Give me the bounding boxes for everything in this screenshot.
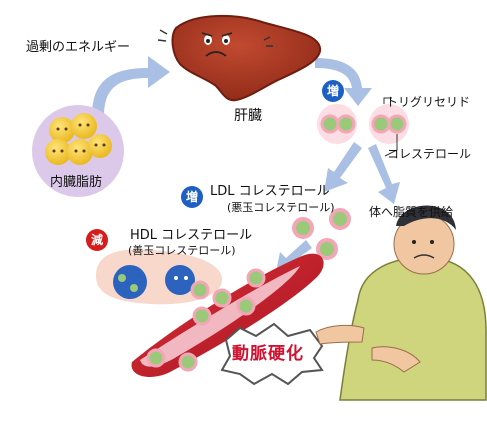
supply-label: 体へ脂質を供給 — [369, 205, 454, 219]
cholesterol-label: コレステロール — [387, 147, 472, 161]
increase-badge-ldl: 増 — [181, 186, 203, 208]
artery — [131, 253, 324, 377]
atherosclerosis-burst — [220, 322, 324, 386]
visceral-fat — [32, 105, 124, 197]
triglyceride-label: トリグリセリド — [386, 95, 471, 109]
lipoprotein-pair — [317, 97, 409, 157]
arrow-fat-to-liver — [92, 56, 170, 116]
arrow-to-ldl — [324, 142, 362, 192]
man-figure — [315, 205, 487, 401]
decrease-badge-hdl: 減 — [86, 229, 108, 251]
increase-badge-liver: 増 — [322, 80, 344, 102]
vessel-particles — [146, 268, 266, 372]
liver-label: 肝臓 — [234, 108, 262, 124]
visceral-fat-label: 内臓脂肪 — [50, 175, 103, 190]
hdl-sub-label: (善玉コレステロール) — [128, 244, 236, 257]
ldl-sub-label: (悪玉コレステロール) — [227, 201, 335, 214]
ldl-label: LDL コレステロール — [210, 184, 330, 199]
excess-energy-label: 過剰のエネルギー — [26, 40, 131, 55]
arrow-liver-to-lipo — [315, 58, 372, 106]
liver — [157, 15, 322, 102]
hdl-label: HDL コレステロール — [130, 228, 253, 243]
atherosclerosis-label: 動脈硬化 — [232, 344, 304, 364]
ldl-particles — [292, 208, 351, 260]
arrow-to-body — [368, 144, 400, 204]
